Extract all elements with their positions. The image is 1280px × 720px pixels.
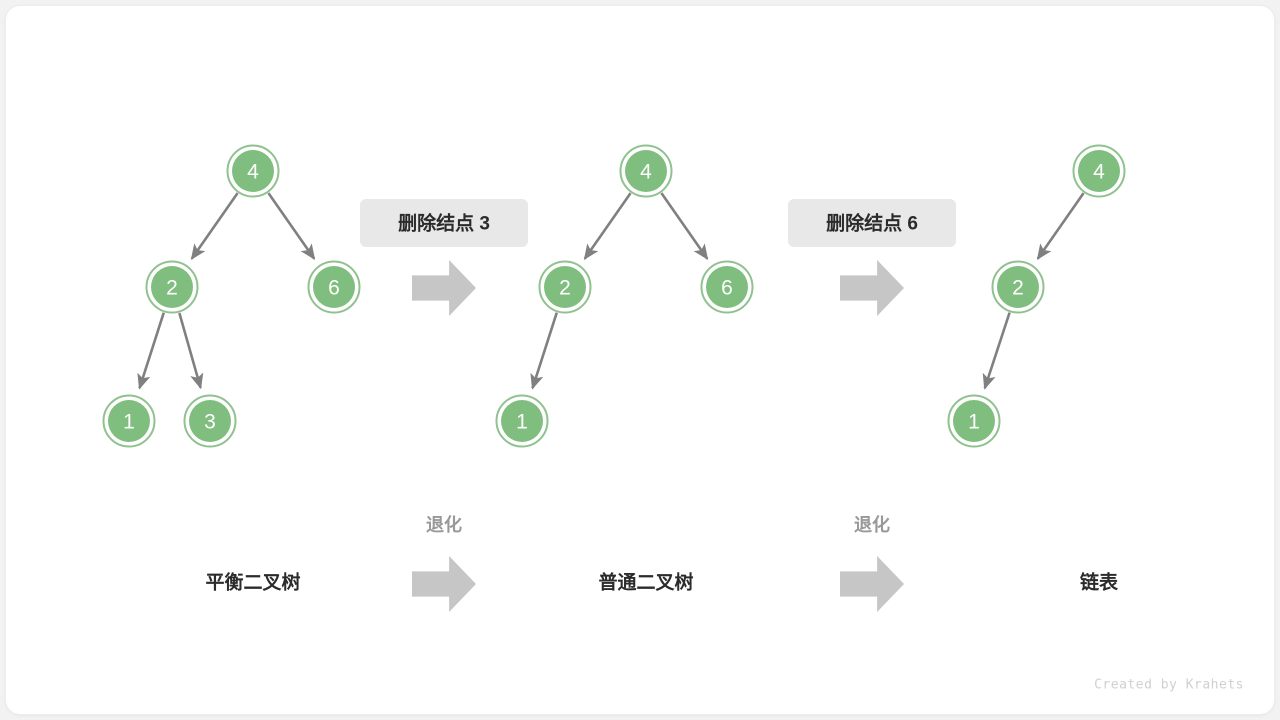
- block-arrow-degenerate-1: [412, 556, 476, 612]
- tree-nodes-layer: 4 2 6 1 3 4 2 6 1 4 2 1: [102, 144, 1126, 448]
- stage-caption-caption-balanced: 平衡二叉树: [205, 571, 300, 594]
- node-value-label: 3: [204, 411, 216, 434]
- node-value-label: 4: [247, 161, 259, 184]
- block-arrow-tree-arrow-1: [412, 260, 476, 316]
- node-fill: [544, 266, 586, 308]
- tree-node-r-1[interactable]: 1: [947, 394, 1001, 448]
- tree-edge-l-4-to-l-2: [190, 192, 239, 260]
- stage-caption-caption-ordinary: 普通二叉树: [598, 571, 693, 594]
- node-value-label: 4: [1093, 161, 1105, 184]
- operation-boxes-layer: 删除结点 3 删除结点 6: [360, 199, 956, 247]
- tree-node-l-4[interactable]: 4: [226, 144, 280, 198]
- tree-edges-layer: [137, 192, 1085, 390]
- node-fill: [232, 150, 274, 192]
- node-value-label: 4: [640, 161, 652, 184]
- node-value-label: 1: [968, 411, 980, 434]
- tree-edge-l-2-to-l-1: [137, 312, 165, 390]
- node-value-label: 2: [1012, 277, 1024, 300]
- node-fill: [997, 266, 1039, 308]
- operation-box-label: 删除结点 6: [826, 212, 918, 235]
- tree-node-m-4[interactable]: 4: [619, 144, 673, 198]
- node-fill: [953, 400, 995, 442]
- tree-node-r-2[interactable]: 2: [991, 260, 1045, 314]
- node-value-label: 6: [328, 277, 340, 300]
- transition-label-degenerate-2: 退化: [854, 514, 890, 535]
- block-arrow-degenerate-2: [840, 556, 904, 612]
- tree-edge-r-2-to-r-1: [982, 312, 1011, 390]
- tree-node-m-2[interactable]: 2: [538, 260, 592, 314]
- figure-card: 4 2 6 1 3 4 2 6 1 4 2 1 删除结点 3 删除结点 6 退化 退化平衡二叉树 普通二叉树…: [6, 6, 1274, 714]
- tree-edge-m-2-to-m-1: [530, 312, 558, 390]
- node-fill: [625, 150, 667, 192]
- node-fill: [313, 266, 355, 308]
- node-value-label: 1: [516, 411, 528, 434]
- tree-edge-l-2-to-l-3: [178, 312, 204, 390]
- stage-caption-caption-list: 链表: [1080, 571, 1119, 594]
- operation-box-background: [788, 199, 956, 247]
- tree-edge-m-4-to-m-6: [660, 192, 709, 260]
- transition-label-degenerate-1: 退化: [426, 514, 462, 535]
- tree-node-r-4[interactable]: 4: [1072, 144, 1126, 198]
- operation-box-background: [360, 199, 528, 247]
- tree-node-l-3[interactable]: 3: [183, 394, 237, 448]
- node-value-label: 2: [166, 277, 178, 300]
- node-fill: [501, 400, 543, 442]
- node-fill: [706, 266, 748, 308]
- tree-node-l-2[interactable]: 2: [145, 260, 199, 314]
- node-value-label: 2: [559, 277, 571, 300]
- credit-watermark: Created by Krahets: [1094, 678, 1244, 693]
- node-fill: [151, 266, 193, 308]
- operation-box-label: 删除结点 3: [398, 212, 490, 235]
- tree-node-l-6[interactable]: 6: [307, 260, 361, 314]
- node-fill: [1078, 150, 1120, 192]
- block-arrow-tree-arrow-2: [840, 260, 904, 316]
- block-arrows-layer: [412, 260, 904, 612]
- tree-edge-r-4-to-r-2: [1036, 192, 1085, 260]
- operation-box-delete-node-3[interactable]: 删除结点 3: [360, 199, 528, 247]
- tree-node-l-1[interactable]: 1: [102, 394, 156, 448]
- tree-node-m-6[interactable]: 6: [700, 260, 754, 314]
- node-fill: [108, 400, 150, 442]
- tree-edge-l-4-to-l-6: [267, 192, 316, 260]
- node-value-label: 6: [721, 277, 733, 300]
- tree-node-m-1[interactable]: 1: [495, 394, 549, 448]
- operation-box-delete-node-6[interactable]: 删除结点 6: [788, 199, 956, 247]
- node-fill: [189, 400, 231, 442]
- node-value-label: 1: [123, 411, 135, 434]
- tree-edge-m-4-to-m-2: [583, 192, 632, 260]
